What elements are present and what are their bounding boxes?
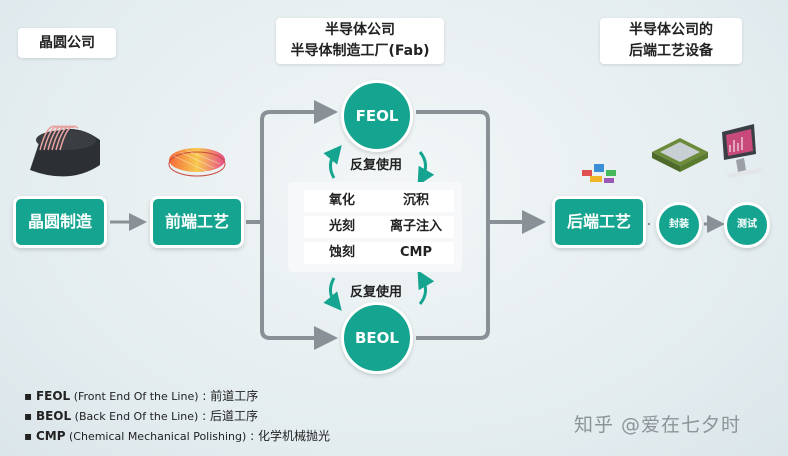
process-etching: 蚀刻 [304,242,380,264]
box-back-end: 后端工艺 [552,196,646,248]
wafer-disc-icon [168,148,226,177]
box-front-end: 前端工艺 [150,196,244,248]
process-panel: 氧化 沉积 光刻 离子注入 蚀刻 CMP [288,182,462,272]
process-cmp: CMP [378,242,454,264]
process-deposition: 沉积 [378,190,454,212]
monitor-icon [722,124,764,178]
components-icon [582,164,616,183]
header-wafer-company: 晶圆公司 [18,28,116,58]
repeat-arrow-top-left [323,145,342,179]
header-fab-line1: 半导体公司 [325,22,395,38]
cpu-chip-icon [652,138,708,172]
legend-cn: : 化学机械抛光 [246,429,330,443]
legend-full: (Back End Of the Line) [71,410,199,423]
repeat-arrow-bottom-left [323,277,342,311]
arrow-frontend-to-beol [260,222,338,350]
legend-full: (Chemical Mechanical Polishing) [65,430,247,443]
legend-item-beol: ▪ BEOL (Back End Of the Line) : 后道工序 [24,409,259,423]
repeat-arrow-bottom-right [417,270,435,305]
circle-feol: FEOL [341,80,413,152]
circle-testing: 测试 [724,202,770,248]
box-wafer-making: 晶圆制造 [13,196,107,248]
legend-abbr: BEOL [35,409,72,423]
legend-abbr: CMP [35,429,66,443]
legend-cn: : 后道工序 [198,409,259,423]
repeat-label-bottom: 反复使用 [350,285,403,300]
legend-item-cmp: ▪ CMP (Chemical Mechanical Polishing) : … [24,429,330,443]
repeat-arrow-top-right [417,151,435,186]
circle-beol: BEOL [341,302,413,374]
legend-abbr: FEOL [35,389,71,403]
process-oxidation: 氧化 [304,190,380,212]
circle-packaging: 封装 [656,202,702,248]
header-backend: 半导体公司的 后端工艺设备 [600,18,742,64]
process-ion-implantation: 离子注入 [378,216,454,238]
header-fab-line2: 半导体制造工厂(Fab) [290,43,430,59]
header-fab: 半导体公司 半导体制造工厂(Fab) [276,18,444,64]
process-lithography: 光刻 [304,216,380,238]
legend-cn: : 前道工序 [198,389,259,403]
legend: ▪ FEOL (Front End Of the Line) : 前道工序 ▪ … [24,386,330,446]
arrow-feol-to-backend [416,110,490,340]
header-backend-line2: 后端工艺设备 [629,43,713,59]
watermark: 知乎 @爱在七夕时 [574,414,742,436]
arrow-frontend-to-feol [246,100,338,224]
legend-item-feol: ▪ FEOL (Front End Of the Line) : 前道工序 [24,389,259,403]
legend-full: (Front End Of the Line) [70,390,199,403]
header-backend-line1: 半导体公司的 [629,22,713,38]
repeat-label-top: 反复使用 [350,158,403,173]
wafer-stack-icon [30,125,100,177]
